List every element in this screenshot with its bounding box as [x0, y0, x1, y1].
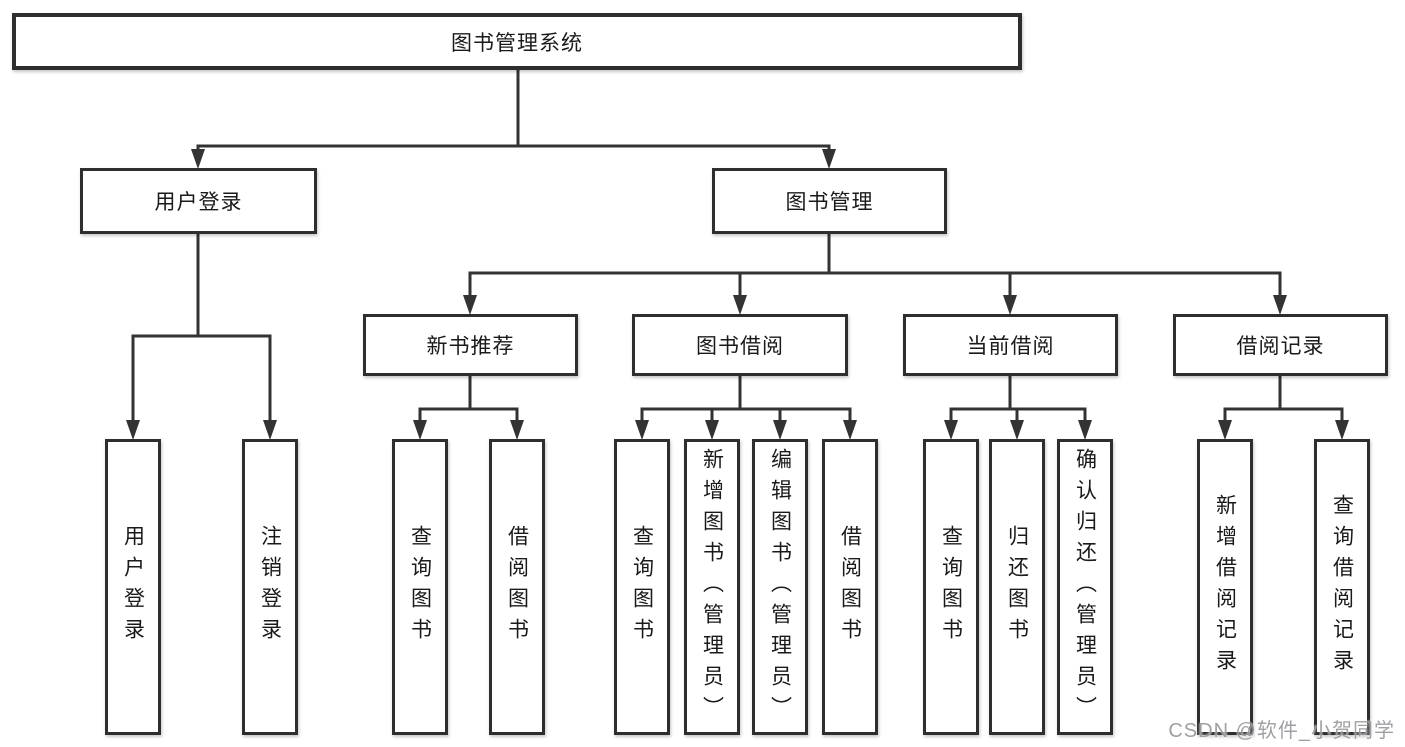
leaf-current-query-books-label: 查询图书	[939, 525, 963, 649]
leaf-borrow-add-books-admin: 新增图书（管理员）	[684, 439, 740, 735]
leaf-current-confirm-return-admin: 确认归还（管理员）	[1057, 439, 1113, 735]
leaf-newbooks-query-books-label: 查询图书	[408, 525, 432, 649]
node-root-system: 图书管理系统	[12, 13, 1022, 70]
node-book-management-label: 图书管理	[785, 191, 874, 214]
leaf-borrow-edit-books-admin-label: 编辑图书（管理员）	[768, 447, 792, 727]
node-user-login-label: 用户登录	[154, 191, 243, 214]
leaf-borrow-edit-books-admin: 编辑图书（管理员）	[752, 439, 808, 735]
node-borrow-records: 借阅记录	[1173, 314, 1388, 376]
leaf-records-query-record: 查询借阅记录	[1314, 439, 1370, 735]
node-new-book-recommend-label: 新书推荐	[426, 335, 515, 358]
node-book-management: 图书管理	[712, 168, 947, 234]
leaf-records-add-record: 新增借阅记录	[1197, 439, 1253, 735]
leaf-user-login: 用户登录	[105, 439, 161, 735]
node-book-borrow: 图书借阅	[632, 314, 848, 376]
node-root-label: 图书管理系统	[451, 31, 583, 55]
leaf-newbooks-borrow-books: 借阅图书	[489, 439, 545, 735]
csdn-watermark: CSDN @软件_小贺同学	[1168, 720, 1395, 742]
leaf-borrow-query-books-label: 查询图书	[630, 525, 654, 649]
node-current-borrow-label: 当前借阅	[966, 335, 1055, 358]
leaf-user-login-label: 用户登录	[121, 525, 145, 649]
leaf-logout: 注销登录	[242, 439, 298, 735]
node-borrow-records-label: 借阅记录	[1236, 335, 1325, 358]
leaf-logout-label: 注销登录	[258, 525, 282, 649]
leaf-borrow-query-books: 查询图书	[614, 439, 670, 735]
leaf-current-query-books: 查询图书	[923, 439, 979, 735]
leaf-borrow-borrow-books-label: 借阅图书	[838, 525, 862, 649]
leaf-records-query-record-label: 查询借阅记录	[1330, 494, 1354, 680]
node-user-login: 用户登录	[80, 168, 317, 234]
leaf-borrow-borrow-books: 借阅图书	[822, 439, 878, 735]
leaf-current-return-books: 归还图书	[989, 439, 1045, 735]
arrowhead-icons	[126, 149, 1349, 440]
leaf-current-confirm-return-admin-label: 确认归还（管理员）	[1073, 447, 1097, 727]
node-current-borrow: 当前借阅	[903, 314, 1118, 376]
leaf-borrow-add-books-admin-label: 新增图书（管理员）	[700, 447, 724, 727]
leaf-records-add-record-label: 新增借阅记录	[1213, 494, 1237, 680]
leaf-current-return-books-label: 归还图书	[1005, 525, 1029, 649]
node-new-book-recommend: 新书推荐	[363, 314, 578, 376]
leaf-newbooks-borrow-books-label: 借阅图书	[505, 525, 529, 649]
leaf-newbooks-query-books: 查询图书	[392, 439, 448, 735]
node-book-borrow-label: 图书借阅	[696, 335, 784, 358]
